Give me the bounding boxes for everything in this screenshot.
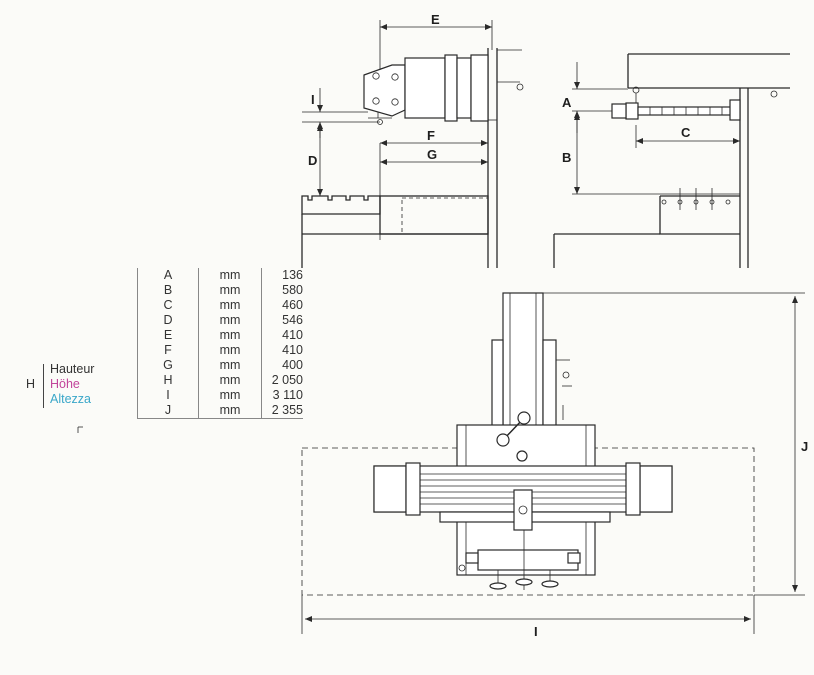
dimension-letter: D	[137, 313, 199, 328]
dimension-letter: F	[137, 343, 199, 358]
tool-bar-assembly	[611, 86, 741, 121]
dimension-letter: C	[137, 298, 199, 313]
dim-label-g: G	[427, 147, 437, 162]
dim-label-j: J	[801, 439, 808, 454]
dimension-value: 3 110	[272, 388, 303, 402]
head-linkage	[496, 411, 533, 531]
dimension-unit: mm	[198, 313, 262, 328]
dim-label-c: C	[681, 125, 691, 140]
machine-feet	[458, 530, 581, 590]
dimension-unit: mm	[198, 283, 262, 298]
spindle-head	[363, 54, 489, 125]
dimension-value: 460	[282, 298, 303, 312]
legend-label-de: Höhe	[50, 377, 80, 391]
left-side-view: E I D F G	[301, 12, 524, 268]
dim-label-b: B	[562, 150, 571, 165]
dim-label-a: A	[562, 95, 572, 110]
dimension-unit: mm	[198, 403, 262, 419]
legend-label-it: Altezza	[50, 392, 91, 406]
t-slot-table-right	[553, 188, 740, 268]
t-slot-table-left	[301, 195, 489, 268]
dimension-value: 410	[282, 343, 303, 357]
dim-label-e: E	[431, 12, 440, 27]
dim-label-i-plan: I	[534, 624, 538, 639]
dimension-unit: mm	[198, 328, 262, 343]
dimension-unit: mm	[198, 298, 262, 313]
dimension-value: 580	[282, 283, 303, 297]
dim-label-i-small: I	[311, 92, 315, 107]
dimension-value: 136	[282, 268, 303, 282]
height-symbol: H	[26, 377, 36, 391]
dimension-value: 410	[282, 328, 303, 342]
dimension-value: 2 355	[261, 403, 303, 419]
dimension-unit: mm	[198, 373, 262, 388]
dimension-letter: G	[137, 358, 199, 373]
legend-label-fr: Hauteur	[50, 362, 95, 376]
dimension-letter: J	[137, 403, 199, 419]
dimension-unit: mm	[198, 388, 262, 403]
dim-label-f: F	[427, 128, 435, 143]
plan-view: J I	[301, 292, 808, 639]
height-legend: H Hauteur Höhe Altezza	[26, 362, 136, 412]
legend-bracket	[43, 364, 44, 408]
dimension-value: 400	[282, 358, 303, 372]
dimension-letter: E	[137, 328, 199, 343]
dimension-letter: B	[137, 283, 199, 298]
dimension-unit: mm	[198, 358, 262, 373]
right-side-view: A B C	[553, 53, 790, 268]
dimension-value: 2 050	[271, 373, 303, 387]
dimension-unit: mm	[198, 343, 262, 358]
dimension-value: 546	[282, 313, 303, 327]
dimension-unit: mm	[198, 268, 262, 283]
dimension-letter: I	[137, 388, 199, 403]
dim-label-d: D	[308, 153, 317, 168]
dimension-letter: A	[137, 268, 199, 283]
dimension-letter: H	[137, 373, 199, 388]
